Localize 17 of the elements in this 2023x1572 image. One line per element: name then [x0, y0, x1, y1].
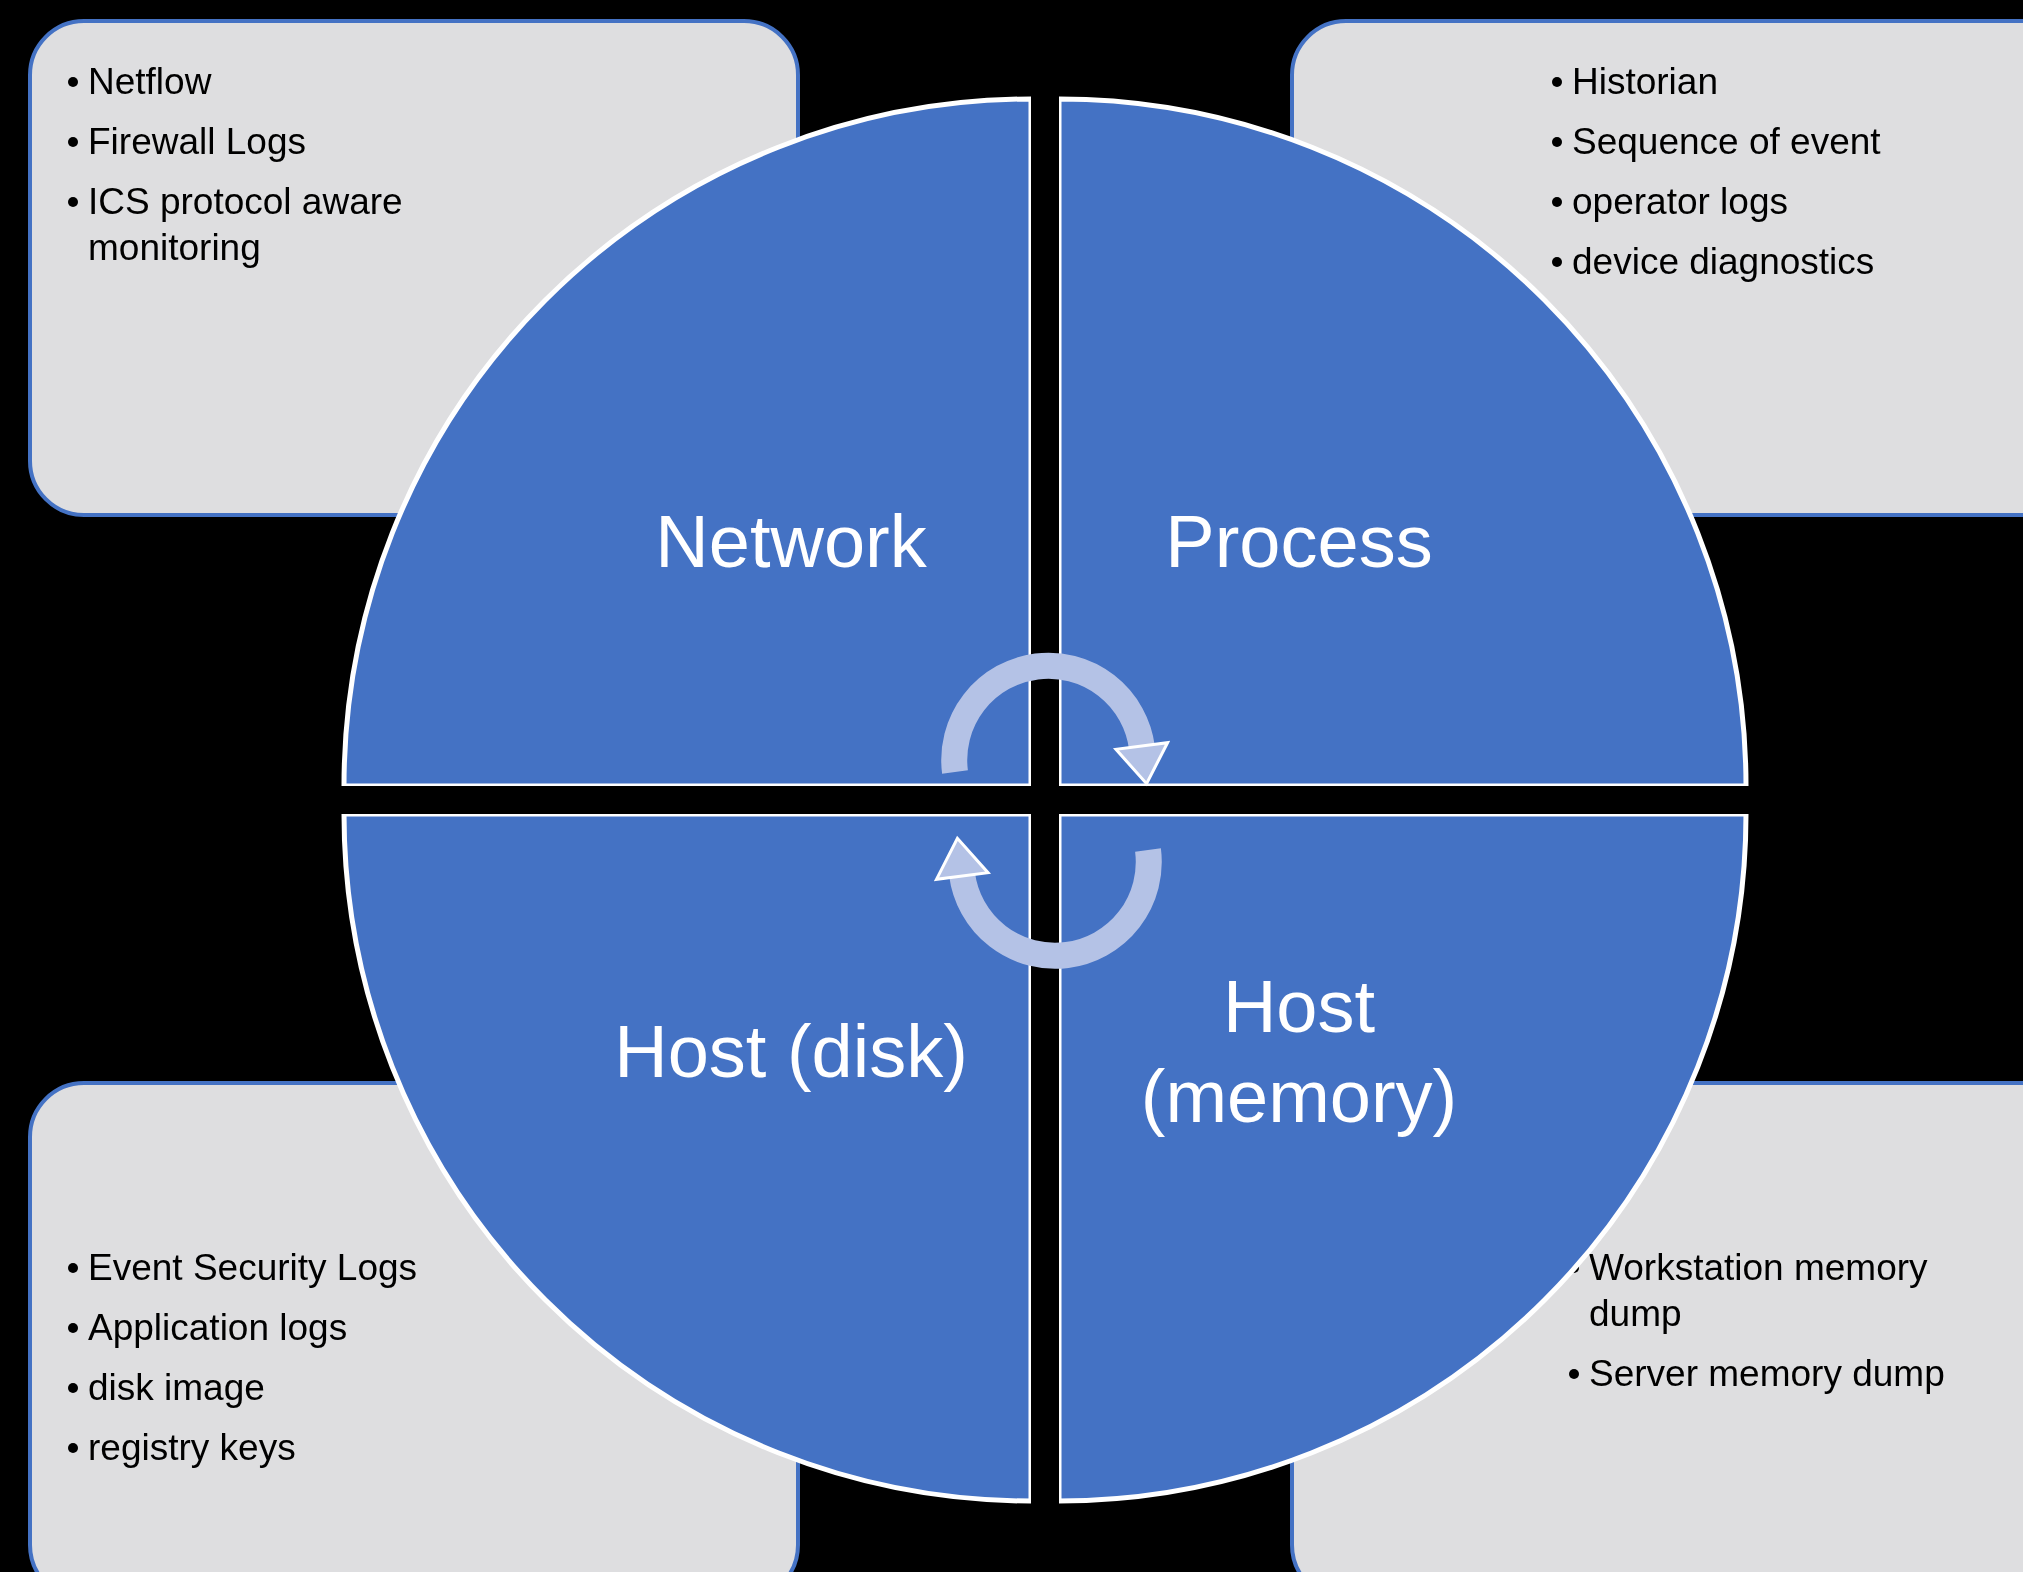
quadrant-label: Network [654, 499, 928, 585]
bullet-text: disk image [88, 1366, 265, 1410]
bullet-text: Server memory dump [1589, 1352, 1945, 1396]
bullet-text: Sequence of event [1572, 120, 1881, 164]
bullet-text: Application logs [88, 1306, 348, 1350]
bullet-text: Firewall Logs [88, 120, 306, 164]
bullet-text: operator logs [1572, 180, 1788, 224]
quadrant-label: Host (memory) [1139, 964, 1459, 1140]
bullet-text: ICS protocol aware monitoring [88, 180, 404, 270]
bullet-text: device diagnostics [1572, 240, 1875, 284]
bullet-text: Netflow [88, 60, 212, 104]
bullet-text: registry keys [88, 1426, 296, 1470]
quadrant-label: Process [1164, 499, 1434, 585]
bullet-text: Historian [1572, 60, 1718, 104]
bullet-text: Workstation memory dump [1589, 1246, 1929, 1336]
quadrant-label: Host (disk) [613, 1009, 969, 1095]
bullet-text: Event Security Logs [88, 1246, 418, 1290]
